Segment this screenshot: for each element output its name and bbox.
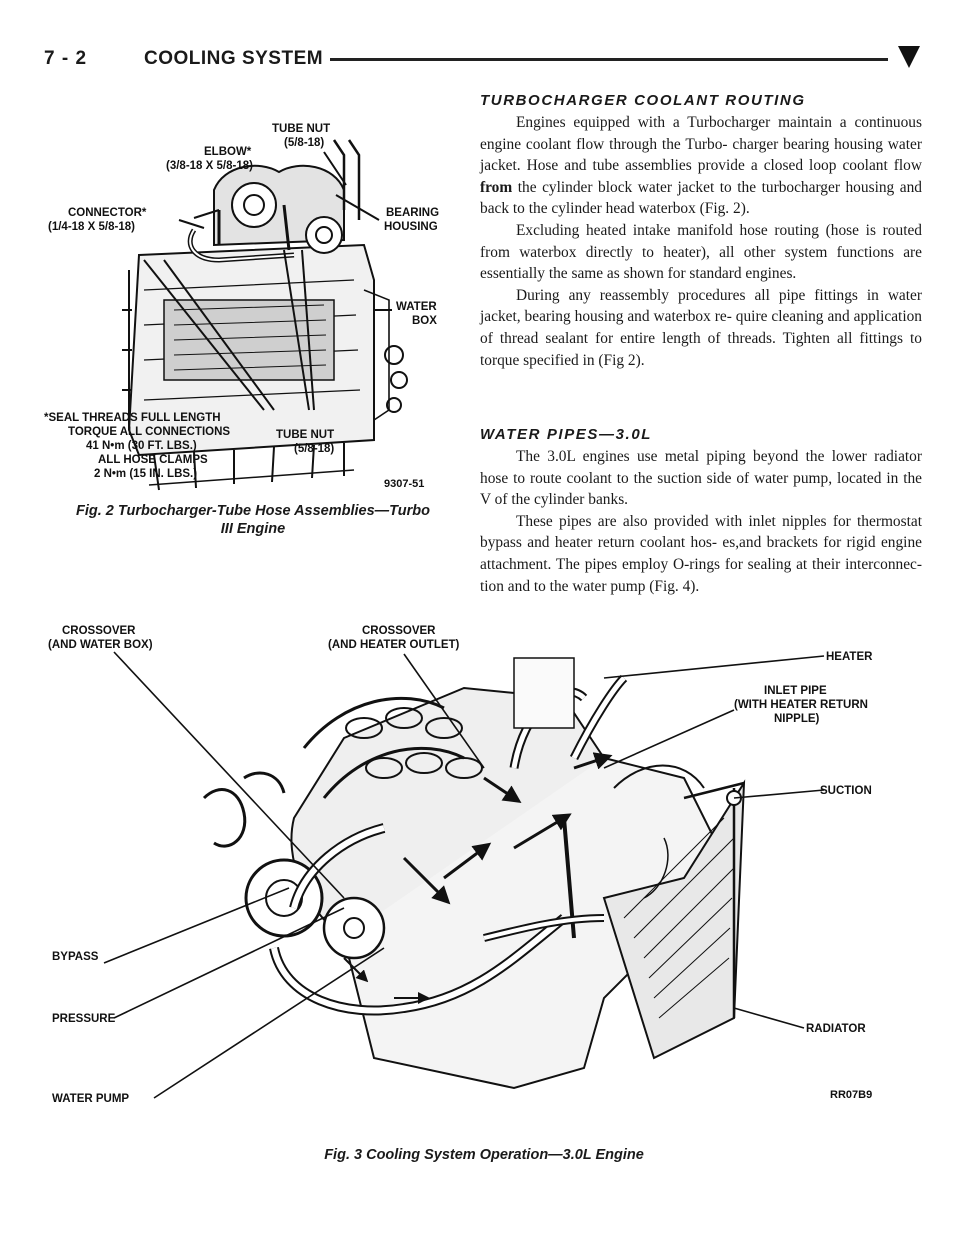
- section-title: COOLING SYSTEM: [144, 48, 324, 69]
- fig2-label-tube-nut-bottom: TUBE NUT: [276, 429, 334, 441]
- fig3-label-inlet-c: NIPPLE): [774, 713, 820, 725]
- fig2-label-tube-nut-top-size: (5/8-18): [284, 137, 324, 149]
- water-pipes-body: The 3.0L engines use metal piping beyond…: [480, 446, 922, 597]
- fig3-label-heater: HEATER: [826, 651, 873, 663]
- fig2-note-seal: *SEAL THREADS FULL LENGTH: [44, 412, 221, 424]
- fig2-note-hose-clamps: ALL HOSE CLAMPS: [98, 454, 208, 466]
- fig3-label-crossover1-b: (AND WATER BOX): [48, 639, 153, 651]
- water-pipes-para-1: The 3.0L engines use metal piping beyond…: [480, 448, 922, 509]
- fig2-label-tube-nut-top: TUBE NUT: [272, 123, 330, 135]
- turbo-para-3: During any reassembly procedures all pip…: [480, 286, 922, 369]
- fig2-label-connector: CONNECTOR*: [68, 207, 147, 219]
- fig3-label-crossover2-a: CROSSOVER: [362, 625, 436, 637]
- fig2-label-elbow-size: (3/8-18 X 5/8-18): [166, 160, 253, 172]
- fig2-label-housing: HOUSING: [384, 221, 438, 233]
- heading-water-pipes: WATER PIPES—3.0L: [480, 426, 653, 443]
- fig2-label-bearing: BEARING: [386, 207, 439, 219]
- turbo-para-1-start: Engines equipped with a Turbocharger mai…: [480, 114, 922, 175]
- engine-drawing: [202, 657, 746, 1090]
- fig3-label-inlet-b: (WITH HEATER RETURN: [734, 699, 868, 711]
- fig3-label-pressure: PRESSURE: [52, 1013, 116, 1025]
- fig2-caption-line1: Fig. 2 Turbocharger-Tube Hose Assemblies…: [76, 503, 430, 519]
- page-number: 7 - 2: [44, 48, 88, 69]
- fig3-code: RR07B9: [830, 1089, 872, 1101]
- fig2-note-clamp-value: 2 N•m (15 IN. LBS.): [94, 468, 197, 480]
- fig3-caption: Fig. 3 Cooling System Operation—3.0L Eng…: [324, 1147, 644, 1163]
- fig2-label-connector-size: (1/4-18 X 5/8-18): [48, 221, 135, 233]
- fig2-label-tube-nut-bottom-size: (5/8-18): [294, 443, 334, 455]
- fig3-label-crossover2-b: (AND HEATER OUTLET): [328, 639, 460, 651]
- fig2-leader-lines: [143, 151, 392, 411]
- fig2-label-elbow: ELBOW*: [204, 146, 252, 158]
- heading-turbo: TURBOCHARGER COOLANT ROUTING: [480, 92, 806, 109]
- water-pipes-para-2: These pipes are also provided with inlet…: [480, 512, 922, 595]
- turbo-para-2: Excluding heated intake manifold hose ro…: [480, 221, 922, 283]
- fig2-label-box: BOX: [412, 315, 437, 327]
- turbo-para-1-end: the cylinder block water jacket to the t…: [480, 178, 922, 218]
- header-rule: [330, 58, 888, 61]
- fig2-caption: Fig. 2 Turbocharger-Tube Hose Assemblies…: [44, 502, 462, 538]
- fig3-illustration: CROSSOVER (AND WATER BOX) CROSSOVER (AND…: [48, 625, 873, 1105]
- fig2-illustration: TUBE NUT (5/8-18) ELBOW* (3/8-18 X 5/8-1…: [44, 123, 439, 491]
- fig2-note-torque-value: 41 N•m (30 FT. LBS.): [86, 440, 197, 452]
- triangle-icon: [898, 46, 920, 68]
- fig2-code: 9307-51: [384, 478, 424, 490]
- engine-block-drawing: [122, 139, 408, 491]
- fig3-label-suction: SUCTION: [820, 785, 872, 797]
- page-header: 7 - 2 COOLING SYSTEM: [44, 44, 924, 80]
- fig2-note-torque: TORQUE ALL CONNECTIONS: [68, 426, 230, 438]
- fig3-leader-lines: [103, 651, 825, 1099]
- turbo-para-1: Engines equipped with a Turbocharger mai…: [480, 112, 922, 220]
- fig3-label-crossover1-a: CROSSOVER: [62, 625, 136, 637]
- turbo-body: Engines equipped with a Turbocharger mai…: [480, 112, 922, 371]
- fig2-label-water: WATER: [396, 301, 437, 313]
- fig2-caption-line2: III Engine: [220, 521, 286, 537]
- fig3-label-water-pump: WATER PUMP: [52, 1093, 129, 1105]
- fig3-label-inlet-a: INLET PIPE: [764, 685, 827, 697]
- fig3-label-radiator: RADIATOR: [806, 1023, 866, 1035]
- turbo-para-1-bold: from: [480, 178, 513, 196]
- fig3-label-bypass: BYPASS: [52, 951, 99, 963]
